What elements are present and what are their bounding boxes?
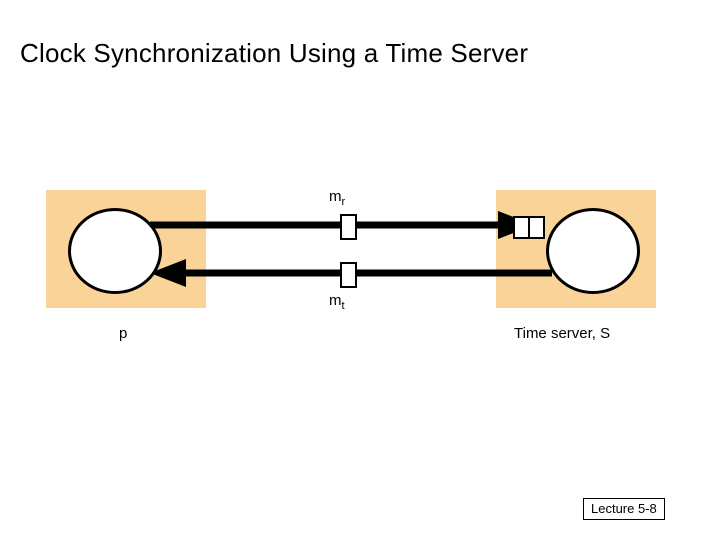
reply-arrow-icon: [150, 259, 552, 287]
reply-marker-icon: [340, 262, 357, 288]
right-node-label: Time server, S: [514, 325, 611, 342]
page-title: Clock Synchronization Using a Time Serve…: [20, 38, 529, 68]
request-message-label-sub: r: [341, 196, 346, 208]
lecture-tag: Lecture 5-8: [583, 498, 665, 520]
reply-message-label-sub: t: [341, 300, 345, 312]
reply-message-label: mt: [329, 292, 345, 312]
left-node-label: p: [119, 325, 128, 342]
server-marker-icon-2: [528, 216, 545, 239]
reply-message-label-main: m: [329, 292, 342, 309]
request-message-label: mr: [329, 188, 345, 208]
right-process-circle-icon: [546, 208, 640, 294]
request-marker-icon: [340, 214, 357, 240]
left-process-circle-icon: [68, 208, 162, 294]
request-message-label-main: m: [329, 188, 342, 205]
